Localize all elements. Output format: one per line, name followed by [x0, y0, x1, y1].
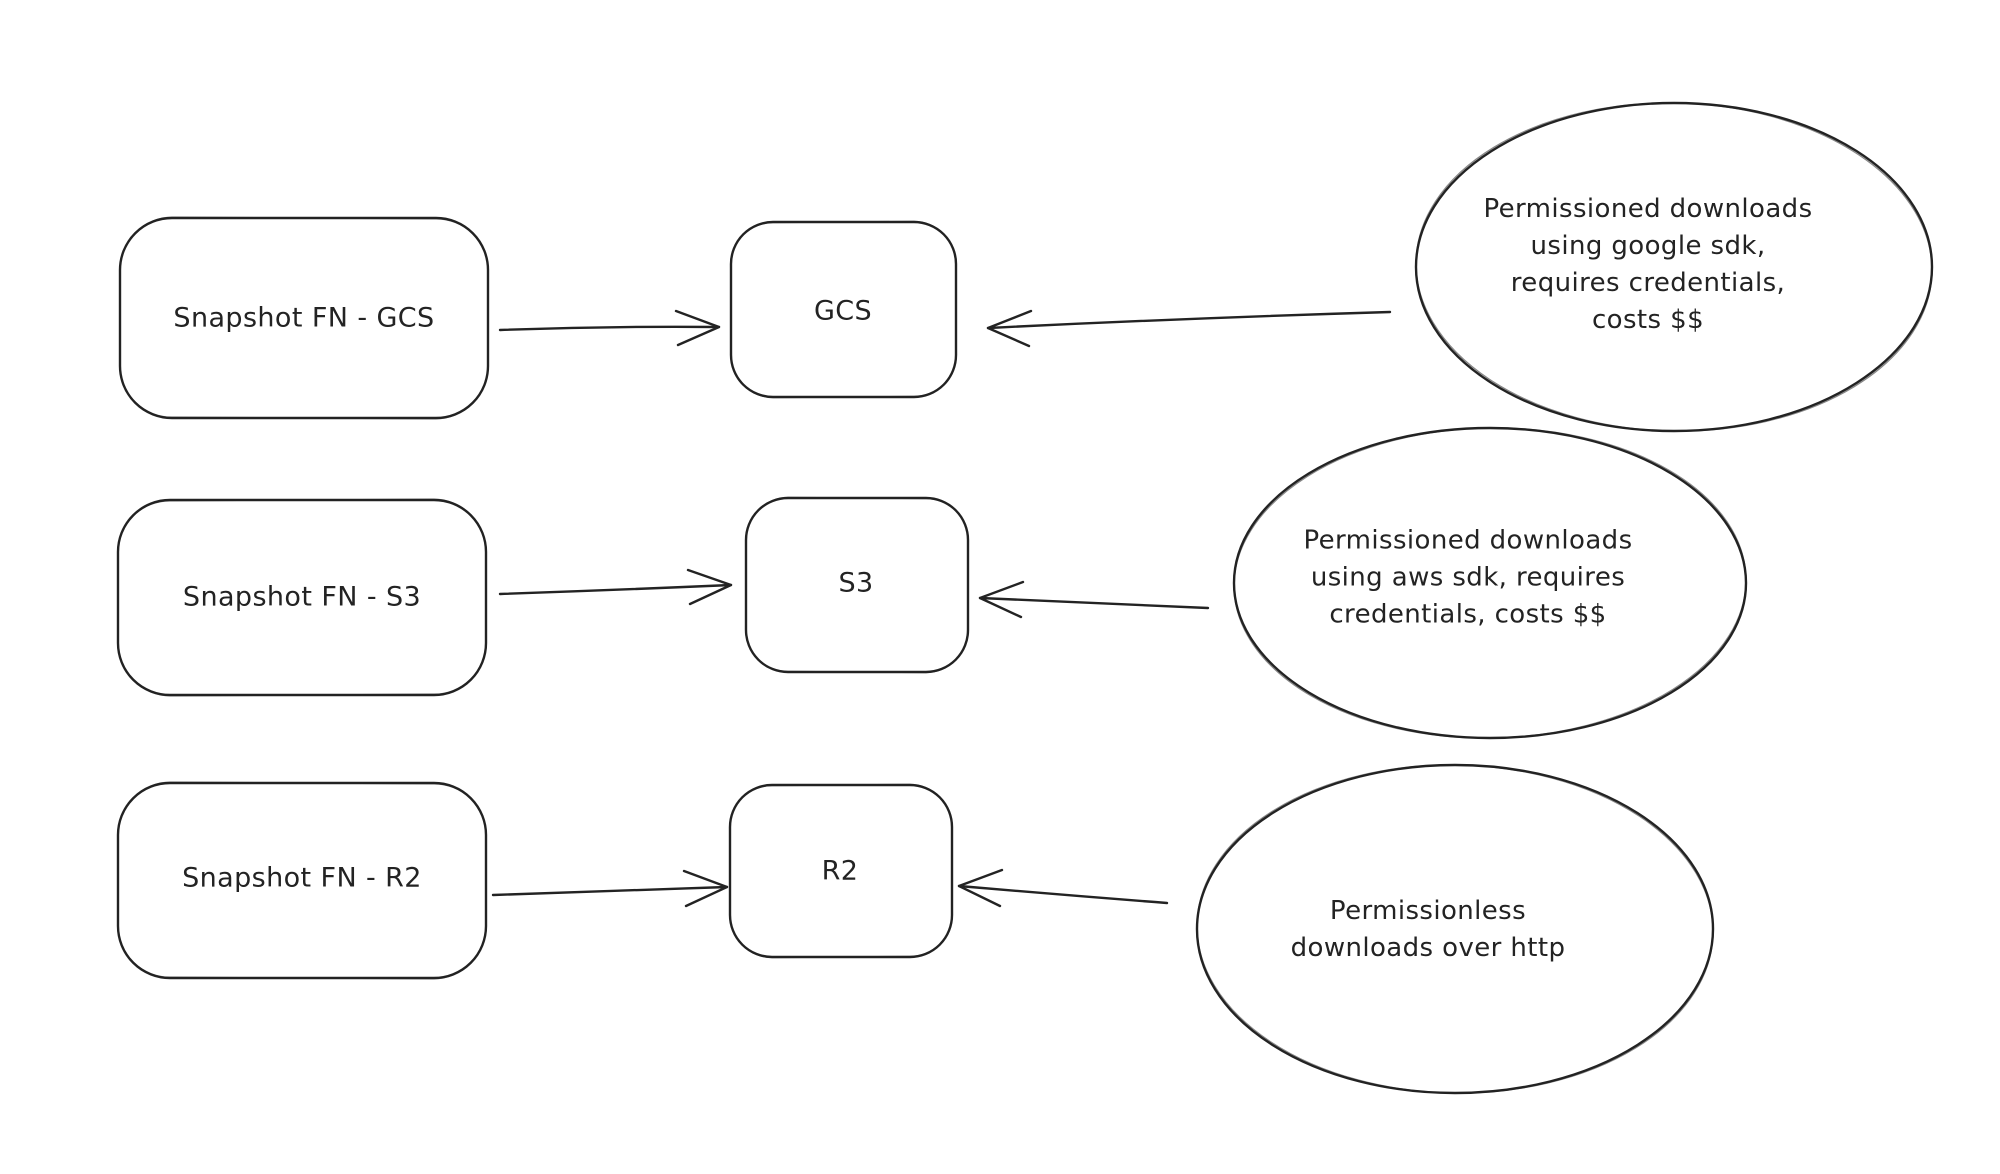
row-r2 — [116, 763, 1715, 1095]
note-ellipse-gcs — [1414, 101, 1934, 433]
arrow-source-to-target-gcs — [498, 309, 721, 347]
note-ellipse-s3 — [1232, 426, 1748, 740]
note-gcs-text: Permissioned downloads using google sdk,… — [1483, 194, 1813, 335]
arrow-note-to-target-gcs — [986, 309, 1392, 348]
source-box-s3-label: Snapshot FN - S3 — [182, 581, 422, 613]
arrow-source-to-target-r2 — [491, 869, 729, 908]
row-gcs — [118, 101, 1934, 433]
source-box-gcs-label: Snapshot FN - GCS — [173, 302, 435, 334]
source-box-r2 — [116, 781, 488, 980]
arrow-note-to-target-s3 — [978, 580, 1210, 619]
target-box-s3-label: S3 — [838, 567, 874, 599]
note-s3-text: Permissioned downloads using aws sdk, re… — [1303, 525, 1633, 630]
note-ellipse-r2 — [1195, 763, 1715, 1095]
row-s3 — [116, 426, 1748, 740]
target-box-r2 — [728, 783, 954, 959]
target-box-gcs-label: GCS — [813, 295, 873, 327]
source-box-s3 — [116, 498, 488, 697]
source-box-r2-label: Snapshot FN - R2 — [182, 862, 422, 894]
arrow-source-to-target-s3 — [498, 568, 733, 606]
note-r2-text: Permissionless downloads over http — [1290, 896, 1566, 963]
target-box-gcs — [729, 220, 958, 399]
target-box-r2-label: R2 — [821, 855, 859, 887]
target-box-s3 — [744, 496, 970, 674]
arrow-note-to-target-r2 — [957, 868, 1169, 908]
source-box-gcs — [118, 216, 490, 420]
